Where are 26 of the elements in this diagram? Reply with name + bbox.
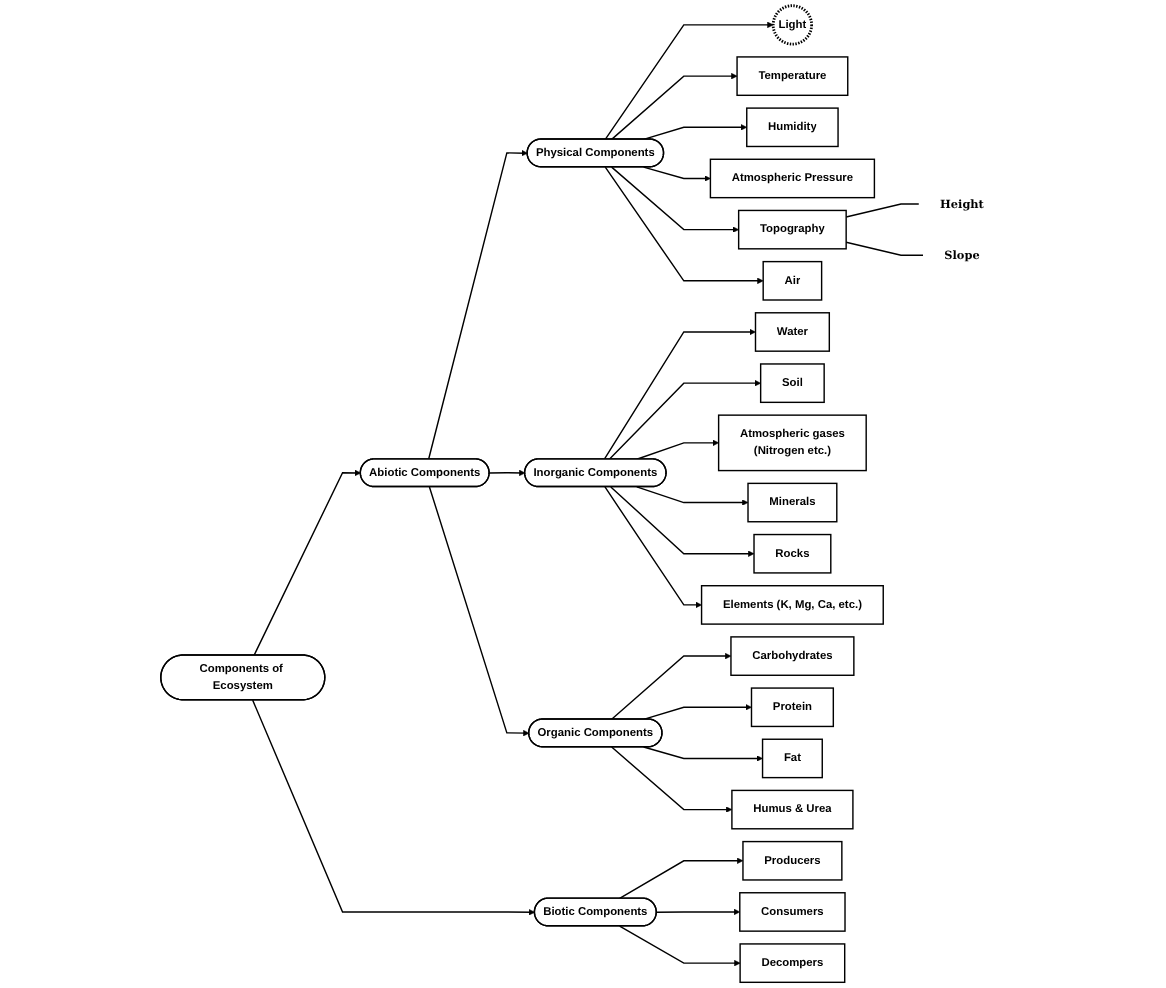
arrow [604, 486, 702, 609]
arrow [610, 486, 755, 557]
arrow [608, 380, 761, 460]
arrow [488, 469, 526, 477]
arrow [603, 328, 756, 460]
arrow [642, 746, 763, 762]
arrow [428, 486, 530, 737]
arrow [604, 21, 774, 141]
arrow [636, 439, 719, 460]
arrow [618, 925, 741, 967]
arrow [253, 469, 361, 657]
arrow [610, 166, 739, 233]
arrow [604, 166, 764, 284]
arrow [427, 150, 528, 460]
connector [845, 241, 924, 256]
arrow [642, 704, 752, 721]
arrow [642, 124, 748, 141]
arrow [610, 73, 738, 141]
arrow [610, 652, 732, 721]
arrow [642, 166, 711, 182]
arrow [655, 908, 741, 916]
arrow [636, 486, 749, 506]
arrow [610, 746, 733, 813]
connector [845, 203, 920, 218]
arrow [618, 857, 744, 900]
arrow [251, 699, 536, 916]
